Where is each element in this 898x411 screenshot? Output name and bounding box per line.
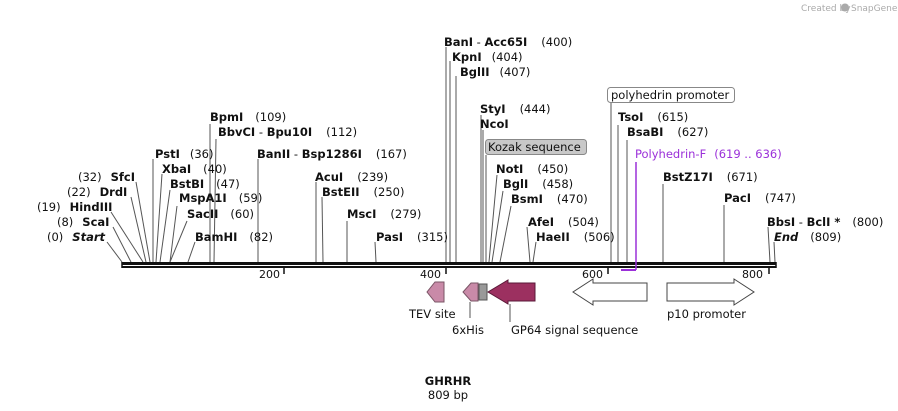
label-6xhis: 6xHis: [452, 323, 484, 337]
svg-text:Kozak sequence: Kozak sequence: [488, 140, 581, 154]
site-tsoi[interactable]: TsoI(615): [618, 110, 688, 124]
feature-label-kozak-sequence[interactable]: Kozak sequence: [485, 139, 587, 155]
primer-polyhedrin-f[interactable]: Polyhedrin-F(619 .. 636): [621, 147, 782, 271]
site-psti[interactable]: PstI(36): [155, 147, 213, 161]
site-paci[interactable]: PacI(747): [724, 191, 796, 205]
snapgene-logo-icon: [841, 3, 849, 12]
site-sacii[interactable]: SacII(60): [187, 207, 254, 221]
site-bgli[interactable]: BglI(458): [503, 177, 573, 191]
feature-6xhis[interactable]: [462, 282, 479, 302]
sequence-name: GHRHR: [425, 374, 472, 388]
tick-label-400: 400: [420, 268, 441, 281]
site-start[interactable]: (0)Start: [47, 230, 106, 244]
feature-label-polyhedrin-promoter[interactable]: polyhedrin promoter: [607, 87, 735, 103]
site-drdi[interactable]: (22)DrdI: [67, 185, 127, 199]
site-acui[interactable]: AcuI(239): [315, 170, 388, 184]
snapgene-credit: Created by SnapGene: [801, 3, 898, 14]
site-kpni[interactable]: KpnI(404): [452, 50, 523, 64]
site-bsteii[interactable]: BstEII(250): [322, 185, 404, 199]
site-sfci[interactable]: (32)SfcI: [78, 170, 135, 184]
credit-text: Created by: [801, 4, 851, 14]
site-banii-bsp1286i[interactable]: BanII - Bsp1286I(167): [257, 147, 407, 161]
site-bglii-407[interactable]: BglII(407): [460, 65, 530, 79]
site-bbsi-bcli[interactable]: BbsI - BclI *(800): [767, 215, 883, 229]
sequence-backbone: [121, 262, 777, 268]
site-leader-lines: [106, 47, 776, 263]
site-bbvci-bpu10i[interactable]: BbvCI - Bpu10I(112): [218, 125, 357, 139]
site-pasi[interactable]: PasI(315): [376, 230, 448, 244]
feature-p10-promoter[interactable]: [666, 278, 755, 306]
site-bani-acc65i[interactable]: BanI - Acc65I(400): [444, 35, 572, 49]
site-bsmi[interactable]: BsmI(470): [511, 192, 588, 206]
features: TEV site 6xHis GP64 signal sequence p10 …: [408, 278, 755, 337]
svg-text:polyhedrin promoter: polyhedrin promoter: [611, 88, 730, 102]
site-bamhi[interactable]: BamHI(82): [195, 230, 273, 244]
label-gp64-signal-sequence: GP64 signal sequence: [511, 323, 638, 337]
label-tev-site: TEV site: [408, 307, 456, 321]
site-bsabi[interactable]: BsaBI(627): [627, 125, 708, 139]
site-end[interactable]: End(809): [774, 230, 841, 244]
site-scai[interactable]: (8)ScaI: [57, 215, 109, 229]
feature-gp64-signal-sequence[interactable]: [487, 279, 536, 305]
site-xbai[interactable]: XbaI(40): [162, 162, 227, 176]
ruler: 200 400 600 800: [259, 266, 770, 281]
site-msci[interactable]: MscI(279): [347, 207, 421, 221]
site-ncoi[interactable]: NcoI: [480, 117, 509, 131]
feature-polyhedrin-promoter-arrow[interactable]: [572, 278, 648, 306]
site-afei[interactable]: AfeI(504): [528, 215, 599, 229]
site-hindiii[interactable]: (19)HindIII: [37, 200, 112, 214]
primer-label: Polyhedrin-F(619 .. 636): [635, 147, 782, 161]
site-bstz17i[interactable]: BstZ17I(671): [663, 170, 758, 184]
site-bstbi[interactable]: BstBI(47): [170, 177, 240, 191]
his-tag-box[interactable]: [478, 283, 488, 301]
tick-label-200: 200: [259, 268, 280, 281]
tick-label-600: 600: [582, 268, 603, 281]
site-noti[interactable]: NotI(450): [496, 162, 568, 176]
tick-label-800: 800: [742, 268, 763, 281]
credit-brand: SnapGene: [851, 4, 898, 14]
feature-tev-site[interactable]: [426, 281, 445, 303]
site-mspa1i[interactable]: MspA1I(59): [179, 191, 262, 205]
site-styi[interactable]: StyI(444): [480, 102, 551, 116]
label-p10-promoter: p10 promoter: [667, 307, 746, 321]
sequence-length: 809 bp: [428, 388, 468, 402]
site-bpmi[interactable]: BpmI(109): [210, 110, 286, 124]
restriction-sites: BanI - Acc65I(400) KpnI(404) BglII(407) …: [37, 35, 883, 244]
site-haeii[interactable]: HaeII(506): [536, 230, 615, 244]
